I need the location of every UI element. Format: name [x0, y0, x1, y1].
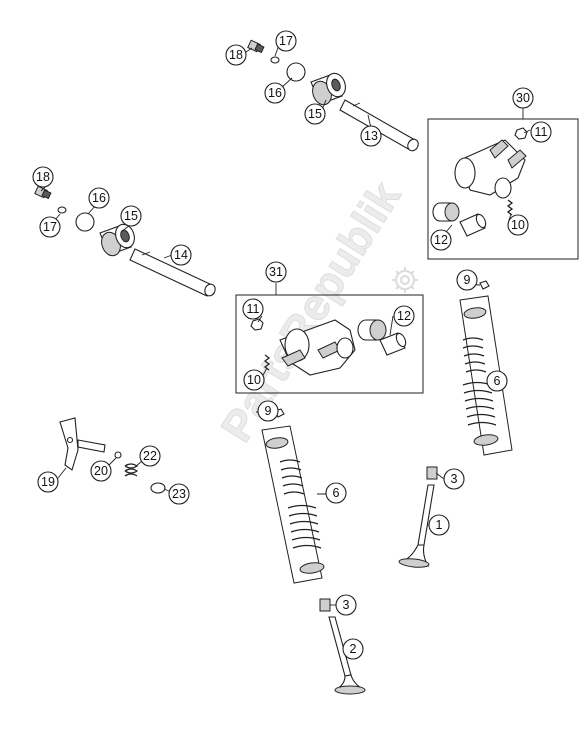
rocker-shaft-14	[129, 248, 216, 297]
bolt-18-upper	[247, 39, 265, 54]
callout-9-right: 9	[456, 269, 478, 291]
callout-12-group30: 12	[430, 229, 452, 251]
rocker-shaft-13	[339, 99, 419, 152]
callout-10-group30: 10	[507, 214, 529, 236]
rocker-arm-31	[279, 319, 356, 376]
callout-3-right: 3	[443, 468, 465, 490]
valve-stack-left	[261, 425, 325, 584]
svg-text:3: 3	[451, 472, 458, 486]
svg-text:23: 23	[172, 487, 186, 501]
callout-10-group31: 10	[243, 369, 265, 391]
callout-20: 20	[90, 460, 112, 482]
callout-19: 19	[37, 471, 59, 493]
roller-bushing-30	[432, 202, 460, 222]
ring-23	[150, 482, 166, 494]
callout-23: 23	[168, 483, 190, 505]
valve-seal-3-right	[426, 466, 438, 480]
pin-12-group30	[459, 213, 487, 237]
exhaust-valve-1	[398, 484, 435, 568]
bushing-15-middle	[99, 223, 135, 257]
bushing-15-upper	[310, 72, 346, 106]
callouts: 18 17 16 15 13 30 11 12 10 18 16 17 15 1…	[32, 30, 552, 660]
callout-18-upper: 18	[225, 44, 247, 66]
spring-10-group30	[506, 199, 514, 216]
svg-text:22: 22	[143, 449, 157, 463]
washer-17-middle	[57, 206, 67, 214]
rocker-arm-30	[454, 139, 527, 199]
callout-15-middle: 15	[120, 205, 142, 227]
bolt-18-middle	[34, 185, 52, 200]
svg-text:18: 18	[36, 170, 50, 184]
callout-14: 14	[170, 244, 192, 266]
washer-17-upper	[270, 56, 280, 64]
circlip-20	[114, 451, 122, 459]
callout-1: 1	[428, 514, 450, 536]
svg-text:9: 9	[464, 273, 471, 287]
svg-text:11: 11	[247, 302, 260, 316]
callout-9-left: 9	[257, 400, 279, 422]
svg-text:13: 13	[364, 129, 378, 143]
callout-12-group31: 12	[393, 305, 415, 327]
keeper-9-right	[479, 280, 490, 290]
svg-text:1: 1	[436, 518, 443, 532]
callout-16-middle: 16	[88, 187, 110, 209]
svg-text:6: 6	[333, 486, 340, 500]
watermark-gear-icon	[392, 267, 418, 293]
callout-31: 31	[265, 261, 287, 283]
group-box-31	[235, 294, 424, 394]
callout-22: 22	[139, 445, 161, 467]
svg-text:10: 10	[511, 218, 525, 232]
intake-valve-2	[328, 616, 366, 695]
callout-30: 30	[512, 87, 534, 109]
svg-text:20: 20	[94, 464, 108, 478]
nut-11-group31	[250, 318, 264, 331]
svg-text:15: 15	[124, 209, 138, 223]
svg-text:14: 14	[174, 248, 188, 262]
svg-text:16: 16	[92, 191, 106, 205]
callout-11-group30: 11	[530, 121, 552, 143]
o-ring-16-upper	[286, 62, 306, 82]
spring-22	[124, 463, 139, 477]
svg-text:9: 9	[265, 404, 272, 418]
spring-10-group31	[263, 354, 271, 371]
valve-stack-right	[459, 295, 513, 456]
callout-18-middle: 18	[32, 166, 54, 188]
roller-bushing-31	[357, 319, 387, 341]
svg-text:18: 18	[229, 48, 243, 62]
svg-text:17: 17	[279, 34, 293, 48]
svg-text:12: 12	[434, 233, 448, 247]
svg-text:11: 11	[535, 125, 548, 139]
pin-12-group31	[379, 332, 407, 356]
svg-text:10: 10	[247, 373, 261, 387]
callout-13: 13	[360, 125, 382, 147]
svg-text:30: 30	[516, 91, 530, 105]
group-box-30	[427, 118, 579, 260]
callout-6-right: 6	[486, 370, 508, 392]
svg-text:17: 17	[43, 220, 57, 234]
callout-16-upper: 16	[264, 82, 286, 104]
svg-text:16: 16	[268, 86, 282, 100]
nut-11-group30	[514, 127, 528, 140]
svg-text:15: 15	[308, 107, 322, 121]
svg-text:19: 19	[41, 475, 55, 489]
callout-11-group31: 11	[242, 298, 264, 320]
valve-seal-3-left	[319, 598, 331, 612]
callout-17-middle: 17	[39, 216, 61, 238]
bracket-19	[59, 417, 106, 471]
svg-text:31: 31	[269, 265, 283, 279]
svg-text:12: 12	[397, 309, 411, 323]
callout-15-upper: 15	[304, 103, 326, 125]
svg-text:2: 2	[350, 642, 357, 656]
callout-2: 2	[342, 638, 364, 660]
callout-6-left: 6	[325, 482, 347, 504]
callout-3-left: 3	[335, 594, 357, 616]
svg-text:6: 6	[494, 374, 501, 388]
callout-17-upper: 17	[275, 30, 297, 52]
o-ring-16-middle	[75, 212, 95, 232]
svg-text:3: 3	[343, 598, 350, 612]
watermark-text: PartsRepublik	[212, 173, 411, 450]
